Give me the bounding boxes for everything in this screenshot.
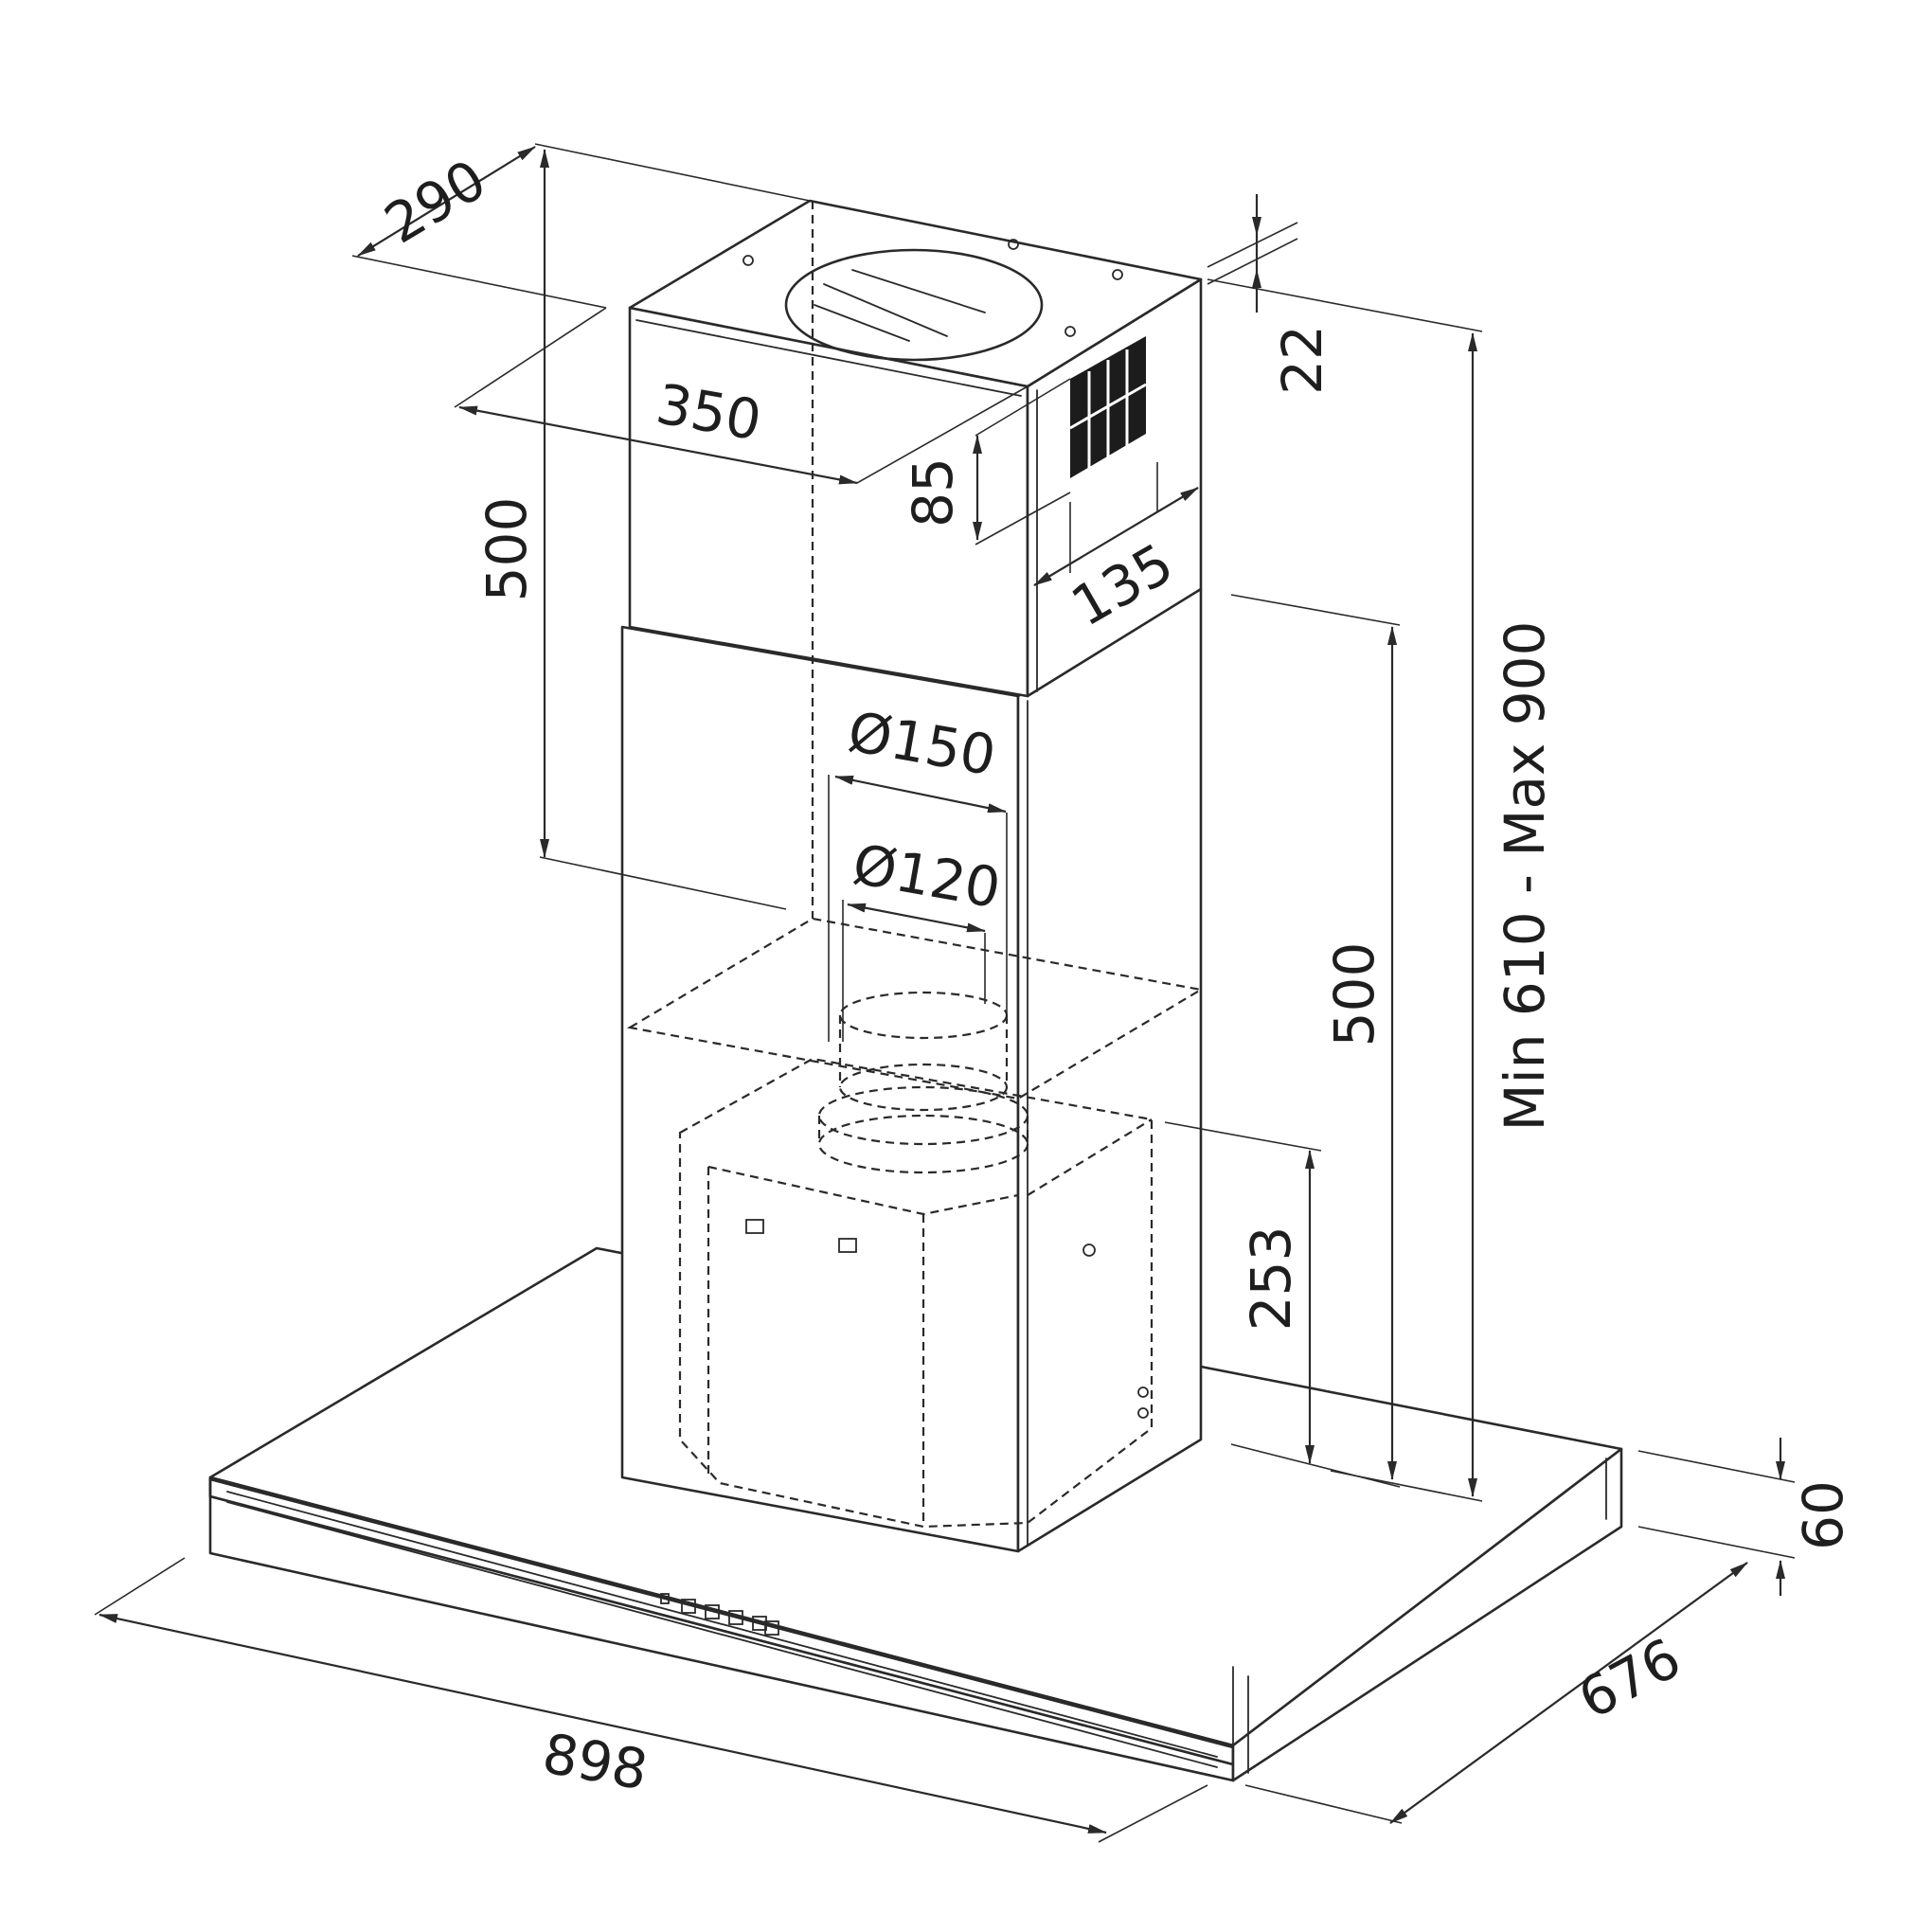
vent-grille bbox=[1069, 336, 1147, 478]
motor-housing bbox=[678, 1057, 1154, 1529]
dim-label-676: 676 bbox=[1568, 1625, 1691, 1731]
dimension-upper-height-500: 500 bbox=[474, 149, 787, 910]
duct-collar bbox=[817, 991, 1029, 1174]
hidden-plane bbox=[626, 917, 1205, 1100]
dimension-top-offset-22: 22 bbox=[1207, 194, 1334, 395]
dim-label-60: 60 bbox=[1791, 1480, 1855, 1550]
dim-label-total-height: Min 610 - Max 900 bbox=[1493, 621, 1557, 1132]
dim-label-898: 898 bbox=[538, 1721, 653, 1802]
lower-chimney bbox=[620, 587, 1203, 1553]
control-button bbox=[681, 1599, 696, 1614]
dimension-vent-height-85: 85 bbox=[901, 378, 1071, 546]
indicator-light bbox=[660, 1593, 670, 1604]
dimension-lower-height-500: 500 bbox=[1230, 594, 1401, 1488]
dim-label-500-upper: 500 bbox=[474, 497, 539, 602]
dim-label-22: 22 bbox=[1270, 325, 1334, 395]
dimension-hood-thickness-60: 60 bbox=[1637, 1438, 1855, 1596]
dimension-motor-height-253: 253 bbox=[1164, 1121, 1322, 1464]
dim-label-85: 85 bbox=[901, 457, 965, 528]
dim-label-253: 253 bbox=[1239, 1226, 1303, 1332]
dim-label-290: 290 bbox=[374, 147, 497, 256]
dimension-total-height-range: Min 610 - Max 900 bbox=[1207, 278, 1557, 1502]
dim-label-500-lower: 500 bbox=[1322, 942, 1386, 1047]
